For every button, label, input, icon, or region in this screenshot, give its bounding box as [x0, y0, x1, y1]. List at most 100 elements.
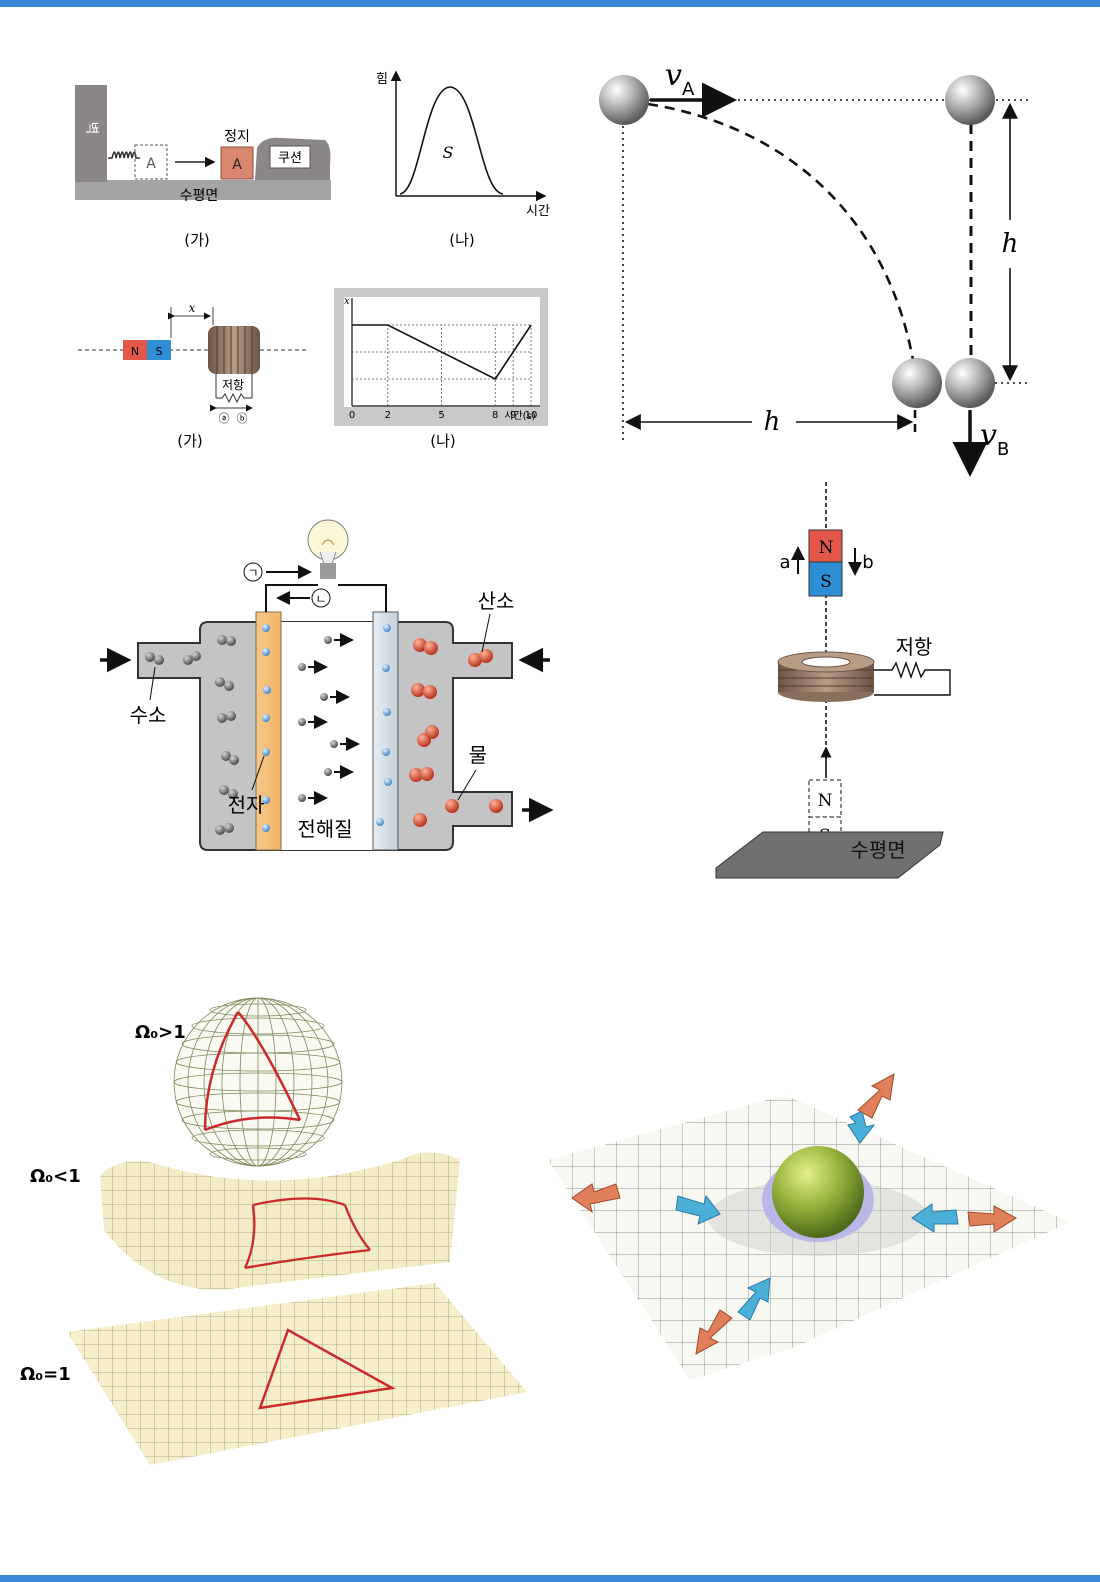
force-curve	[399, 86, 504, 195]
magnet-coil-figure: N S x 저항 ⓐ ⓑ (가)	[78, 301, 306, 450]
resistor-wire	[874, 660, 951, 696]
parabolic-trajectory	[647, 102, 915, 361]
curvature-figure: Ω₀>1 Ω₀<1 Ω₀=1	[20, 997, 527, 1465]
resistor-symbol	[216, 392, 252, 404]
oxygen-leader	[481, 613, 491, 653]
central-mass	[772, 1146, 864, 1238]
hydrogen-ions	[298, 633, 360, 805]
falling-magnet-figure: N S a b 저항 N S 수평면	[715, 482, 951, 879]
collision-figure: 벽 A 정지 A 쿠션 수평면 (가)	[75, 85, 331, 249]
electrolyte-label: 전해질	[297, 817, 352, 841]
caption-na-1: (나)	[449, 231, 475, 249]
sphere-grid	[173, 997, 343, 1167]
h-horizontal-label: h	[764, 407, 781, 437]
caption-ga-1: (가)	[184, 231, 210, 249]
electrons	[262, 624, 392, 832]
hydrogen-label: 수소	[130, 703, 167, 727]
electrode-leader	[251, 755, 265, 791]
caption-na-2: (나)	[430, 432, 456, 450]
cushion-label: 쿠션	[278, 151, 302, 166]
block-end	[220, 146, 254, 180]
saddle-grid	[100, 1152, 460, 1290]
coil-windings	[216, 326, 253, 374]
magnet-top-s	[808, 561, 843, 597]
spring	[108, 151, 140, 159]
saddle-triangle	[243, 1197, 371, 1270]
flat-triangle	[258, 1328, 396, 1410]
cushion-label-box	[269, 145, 311, 169]
label-g-circle	[243, 562, 263, 582]
x-graph-y-label: x	[344, 296, 350, 307]
hydrogen-molecules	[145, 635, 239, 835]
force-graph-figure: 힘 S 시간 (나)	[376, 70, 550, 249]
sphere-triangle	[203, 1011, 302, 1132]
block-end-label: A	[232, 157, 242, 173]
flat-label: Ω₀=1	[20, 1364, 71, 1385]
magnet-s	[147, 340, 171, 360]
x-graph-tick-label: 2	[385, 410, 391, 421]
h-vertical-label: h	[1002, 229, 1019, 259]
ball-b-start	[945, 75, 995, 125]
terminal-b: ⓑ	[237, 412, 248, 425]
dir-b-label: b	[862, 552, 873, 573]
force-area-label: S	[443, 143, 454, 162]
water-leader	[457, 769, 477, 801]
light-bulb-icon	[307, 519, 349, 579]
water-label: 물	[469, 743, 487, 767]
force-y-label: 힘	[376, 72, 388, 87]
label-n: ㄴ	[315, 592, 326, 606]
magnet-n-label: N	[131, 345, 139, 358]
fuel-cell-figure: ㄱ ㄴ	[100, 519, 554, 851]
electrolyte-region	[281, 622, 373, 850]
closed-label: Ω₀>1	[135, 1022, 186, 1043]
x-graph-tick-label: 0	[349, 410, 355, 421]
resistor-label-2: 저항	[896, 635, 933, 659]
terminal-a: ⓐ	[219, 412, 230, 425]
flat-grid	[67, 1283, 527, 1465]
ball-a-start	[599, 75, 649, 125]
projectile-figure: vA vB h h	[599, 58, 1028, 477]
magnet-bottom-n-label: N	[818, 791, 833, 811]
velocity-b-label: vB	[980, 418, 1009, 460]
coil-lead-wires	[215, 374, 253, 398]
velocity-a-label: vA	[665, 58, 695, 100]
outward-arrows	[571, 1073, 1017, 1355]
floor-plate	[715, 831, 944, 879]
cathode-electrode	[372, 611, 399, 851]
oxygen-label: 산소	[478, 589, 515, 613]
ball-b-end	[945, 358, 995, 408]
block-start-ghost	[134, 144, 168, 180]
ball-a-end	[892, 358, 942, 408]
x-graph-tick-label: 9	[510, 410, 516, 421]
x-graph-x-label: 시간(s)	[504, 410, 536, 422]
caption-ga-2: (가)	[177, 432, 203, 450]
x-graph-tick-label: 10	[525, 410, 538, 421]
top-accent-bar	[0, 0, 1100, 7]
x-graph-figure: 0 2 5 8 9 10 x 시간(s) (나)	[334, 288, 548, 450]
floor-label: 수평면	[180, 188, 219, 204]
x-graph-tick-label: 8	[492, 410, 498, 421]
magnet-n	[123, 340, 147, 360]
floor-block	[75, 180, 331, 200]
x-graph-tick-label: 5	[438, 410, 444, 421]
wall	[75, 85, 107, 182]
resistor-label: 저항	[222, 378, 244, 392]
coil	[208, 326, 260, 374]
oxygen-molecules	[409, 638, 503, 827]
stopped-label: 정지	[224, 129, 250, 145]
dir-a-label: a	[779, 552, 790, 573]
floor-label-2: 수평면	[850, 838, 905, 862]
bottom-accent-bar	[0, 1575, 1100, 1582]
label-n-circle	[311, 588, 331, 608]
magnet-top-n-label: N	[819, 538, 834, 558]
magnet-s-label: S	[156, 345, 163, 358]
force-x-label: 시간	[526, 204, 550, 219]
ring-coil	[777, 651, 875, 702]
external-circuit	[265, 584, 387, 612]
block-start-label: A	[146, 156, 156, 172]
spacetime-figure	[548, 1073, 1070, 1380]
hydrogen-leader	[149, 666, 156, 701]
electrode-label: 전자	[228, 793, 265, 817]
wall-label: 벽	[83, 122, 99, 135]
